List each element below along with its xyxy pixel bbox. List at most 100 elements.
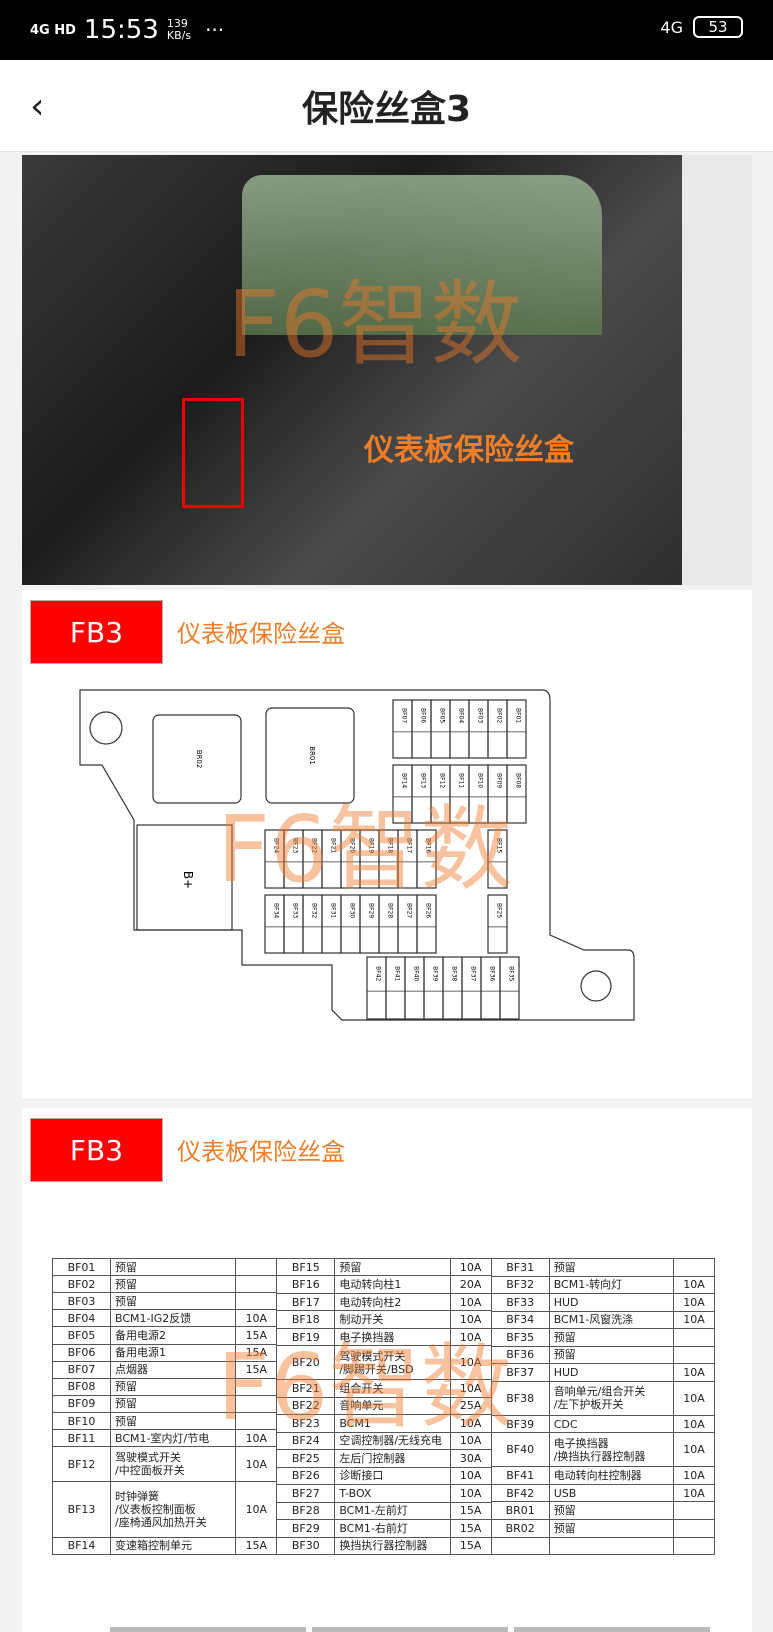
- fuse: [416, 829, 437, 889]
- signal-icon: 4G HD: [30, 22, 76, 38]
- fuse-function: BCM1: [335, 1415, 451, 1432]
- fuse-function: 预留: [550, 1519, 675, 1537]
- fuse-function: 备用电源1: [111, 1344, 237, 1361]
- fuse-rating: 10A: [683, 1469, 705, 1483]
- fuse-rating: 10A: [683, 1278, 705, 1292]
- fuse-id: BF06: [53, 1344, 111, 1361]
- fuse-label: BF25: [496, 903, 503, 918]
- fuse-id: BF14: [53, 1537, 111, 1554]
- fuse-rating: 10A: [245, 1311, 268, 1325]
- fuse-id: BF20: [277, 1346, 336, 1380]
- relay-label: BR02: [195, 750, 203, 769]
- fuse-function: 组合开关: [335, 1380, 451, 1397]
- speed-unit: KB/s: [166, 29, 192, 42]
- fuse-function: 音响单元: [335, 1397, 451, 1415]
- fuse-id: BF42: [492, 1484, 550, 1502]
- fuse-function: 预留: [111, 1412, 237, 1430]
- network-icon: 4G: [660, 17, 683, 37]
- fuse-label: BF40: [413, 966, 420, 981]
- fuse-function: 预留: [550, 1259, 675, 1276]
- fuse-function: 驾驶模式开关/脚踢开关/BSD: [335, 1346, 451, 1380]
- fuse-label: BF17: [406, 838, 413, 853]
- fuse-id: BF07: [53, 1361, 111, 1378]
- fuse-function: HUD: [550, 1294, 675, 1311]
- fuse-id: BF26: [277, 1467, 336, 1485]
- fuse-label: BF31: [330, 903, 337, 918]
- fuse-function: 换挡执行器控制器: [335, 1537, 451, 1554]
- fuse: [499, 956, 520, 1020]
- fuse-label: BF11: [458, 773, 465, 788]
- photo-label: 仪表板保险丝盒: [364, 433, 574, 468]
- fuse-rating: 10A: [683, 1417, 705, 1431]
- fuse-function: CDC: [550, 1415, 675, 1433]
- fuse-rating: 10A: [683, 1443, 705, 1457]
- fuse-label: BF13: [420, 773, 427, 788]
- fuse-rating: [236, 1413, 276, 1429]
- fuse-id: BF22: [277, 1397, 336, 1415]
- table-row: [492, 1537, 714, 1555]
- fuse-function: 变速箱控制单元: [111, 1537, 237, 1554]
- fuse-rating: 10A: [245, 1502, 268, 1516]
- fuse-function: BCM1-风窗洗涤: [550, 1311, 675, 1329]
- fuse-id: BF31: [492, 1259, 550, 1276]
- fuse-id: BF17: [277, 1293, 336, 1311]
- fuse-rating: [674, 1502, 714, 1519]
- fuse-rating: [674, 1259, 714, 1276]
- fuse-rating: 15A: [459, 1521, 482, 1535]
- fuse-id: BR01: [492, 1502, 550, 1519]
- fuse-id: BR02: [492, 1519, 550, 1537]
- fuse-rating: 10A: [459, 1356, 482, 1370]
- fuse-function: 电子换挡器/换挡执行器控制器: [550, 1433, 675, 1467]
- mount-hole: [580, 970, 612, 1002]
- fuse-function: 电子换挡器: [335, 1328, 451, 1346]
- fuse-id: BF38: [492, 1381, 550, 1415]
- fuse-label: BF07: [401, 708, 408, 723]
- fuse-id: BF37: [492, 1364, 550, 1381]
- door-frame: [682, 155, 752, 585]
- fuse-id: BF36: [492, 1346, 550, 1364]
- fuse-rating: 15A: [459, 1539, 482, 1553]
- fuse-box-highlight: [182, 398, 244, 508]
- fuse-id: BF30: [277, 1537, 336, 1554]
- fuse-function: 预留: [550, 1346, 675, 1364]
- fuse-rating: [674, 1329, 714, 1346]
- fuse-function: USB: [550, 1484, 675, 1502]
- back-button[interactable]: ‹: [30, 86, 45, 127]
- fuse-id: [492, 1537, 550, 1555]
- fuse-rating: 15A: [245, 1328, 268, 1342]
- fuse-id: BF12: [53, 1447, 111, 1482]
- fuse-rating: 10A: [245, 1431, 268, 1445]
- fuse-id: BF13: [53, 1482, 111, 1537]
- fuse-id: BF05: [53, 1327, 111, 1344]
- fuse-function: BCM1-右前灯: [335, 1520, 451, 1537]
- fuse-id: BF11: [53, 1430, 111, 1447]
- fuse-label: BF15: [496, 838, 503, 853]
- scroll-indicator[interactable]: [110, 1627, 710, 1632]
- fuse-label: BF32: [311, 903, 318, 918]
- fuse: [506, 764, 527, 824]
- fuse-id: BF03: [53, 1293, 111, 1310]
- fuse-function: 左后门控制器: [335, 1450, 451, 1467]
- fuse-function: 空调控制器/无线充电: [335, 1432, 451, 1450]
- fuse-label: BF42: [375, 966, 382, 981]
- fuse-rating: 10A: [459, 1313, 482, 1327]
